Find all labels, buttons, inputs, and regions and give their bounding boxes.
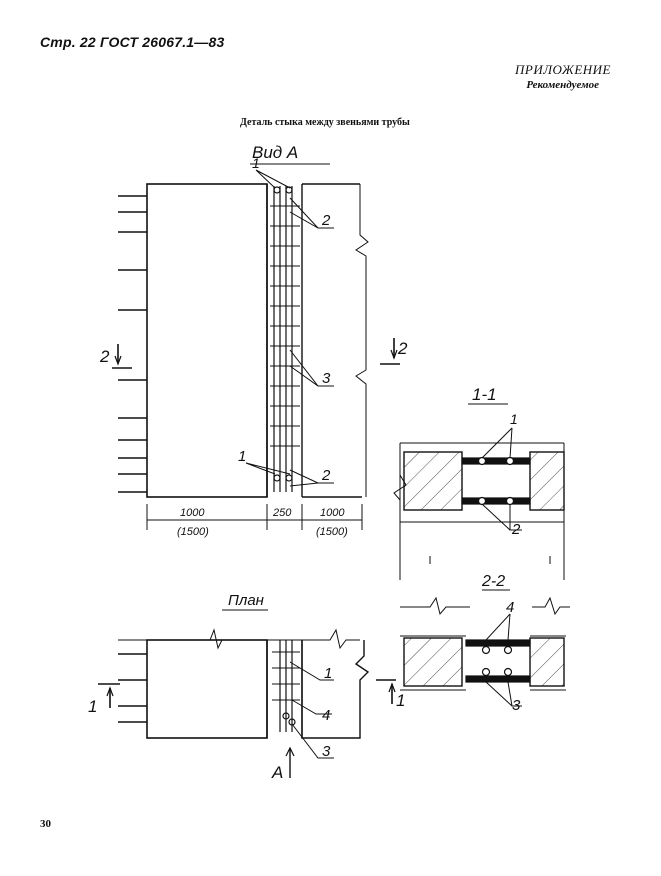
section-1-outline (399, 442, 565, 580)
cut-2-left-mark: 2 (99, 347, 110, 366)
cut-1-right-mark: 1 (396, 691, 405, 710)
section-2-right-block (529, 637, 565, 687)
plan-leader-3 (291, 723, 334, 759)
dim-left-width-alt: (1500) (177, 526, 209, 538)
plan-view (98, 609, 396, 778)
section-1-bar-2 (505, 456, 515, 466)
plan-loop-1 (282, 712, 290, 720)
plan-callout-4: 4 (322, 707, 330, 724)
plan-joint-rods (279, 640, 293, 732)
cut-1-right-arrow (388, 682, 396, 693)
break-line (355, 184, 369, 497)
plan-joint-stirrups (272, 651, 300, 701)
cut-2-left-arrow (114, 355, 122, 366)
section-1-callout-1: 1 (510, 411, 518, 427)
callout-1-top: 1 (252, 155, 260, 171)
section-2-bar-3 (481, 667, 491, 677)
plan-right-section (301, 640, 370, 739)
cut-2-right-mark: 2 (397, 339, 408, 358)
loop-bottom-2 (285, 474, 293, 482)
section-2-callout-4: 4 (506, 599, 514, 616)
rebar-stubs (118, 195, 147, 493)
leader-1-top (255, 169, 291, 189)
leader-2-top (289, 197, 334, 229)
section-1-bar-1 (477, 456, 487, 466)
section-1-leader-1 (481, 427, 513, 459)
plan-leader-4 (291, 699, 332, 715)
callout-1-bottom: 1 (238, 448, 246, 465)
cut-2-right-arrow (390, 349, 398, 360)
plan-top-break (118, 628, 360, 650)
section-1-ticks (429, 556, 551, 564)
cut-1-right (376, 679, 396, 704)
plan-rebar-stubs (118, 653, 147, 723)
section-1-bar-4 (505, 496, 515, 506)
section-1-bottom-plate (461, 497, 531, 505)
section-2-bar-1 (481, 645, 491, 655)
cut-1-left (98, 683, 120, 708)
joint-gap (266, 184, 303, 497)
cut-2-right (380, 338, 400, 365)
appendix-subtitle: Рекомендуемое (526, 79, 599, 91)
leader-1-bottom (245, 462, 291, 475)
section-2-bar-2 (503, 645, 513, 655)
dim-gap: 250 (272, 507, 292, 519)
section-2-top-break (400, 596, 570, 616)
appendix-title: ПРИЛОЖЕНИЕ (515, 62, 611, 77)
section-2-leader-3 (485, 681, 522, 707)
dim-right-width: 1000 (320, 507, 345, 519)
section-1-top-plate (461, 457, 531, 465)
cut-2-left (112, 344, 132, 369)
plan-joint-gap (266, 640, 303, 738)
cut-1-left-mark: 1 (88, 697, 97, 716)
figure-title: Деталь стыка между звеньями трубы (240, 117, 410, 128)
callout-3: 3 (322, 370, 331, 387)
section-1-break (393, 474, 407, 501)
joint-rods (273, 186, 293, 492)
view-a (112, 163, 400, 530)
leader-2-bottom (289, 469, 334, 487)
dim-left-width: 1000 (180, 507, 205, 519)
cut-1-left-arrow (106, 686, 114, 697)
section-2-top-plate (465, 639, 531, 647)
right-pipe-section (302, 183, 362, 498)
leader-3 (289, 349, 334, 387)
section-1-label: 1-1 (472, 385, 497, 404)
section-2-bar-4 (503, 667, 513, 677)
section-2-callout-3: 3 (512, 697, 521, 714)
callout-2-top: 2 (321, 212, 331, 229)
section-1-bar-3 (477, 496, 487, 506)
joint-stirrups (270, 205, 300, 447)
dim-right-width-alt: (1500) (316, 526, 348, 538)
callout-2-bottom: 2 (321, 467, 331, 484)
section-2-2 (400, 589, 570, 707)
plan-left-section (146, 639, 268, 739)
plan-leader-1 (289, 661, 334, 681)
view-a-mark: A (271, 763, 283, 782)
dimension-lines (146, 504, 363, 530)
plan-loop-2 (288, 718, 296, 726)
loop-bottom-1 (273, 474, 281, 482)
section-2-left-block (403, 637, 463, 687)
section-1-callout-2: 2 (511, 521, 521, 538)
plan-callout-3: 3 (322, 743, 331, 760)
section-2-bottom-plate (465, 675, 531, 683)
section-1-right-block (529, 451, 565, 511)
page-number: 30 (40, 818, 51, 830)
plan-label: План (228, 592, 264, 609)
page-header: Стр. 22 ГОСТ 26067.1—83 (40, 34, 225, 50)
section-2-label: 2-2 (481, 573, 505, 590)
view-a-label: Вид А (252, 143, 298, 162)
plan-callout-1: 1 (324, 665, 332, 682)
section-1-left-block (403, 451, 463, 511)
view-a-mark-arrow (285, 746, 295, 757)
section-1-1 (393, 403, 565, 580)
section-2-outline (400, 635, 566, 691)
section-2-leader-4 (485, 613, 511, 641)
loop-top-1 (273, 186, 281, 194)
section-1-leader-2 (481, 503, 522, 531)
left-pipe-section (146, 183, 268, 498)
